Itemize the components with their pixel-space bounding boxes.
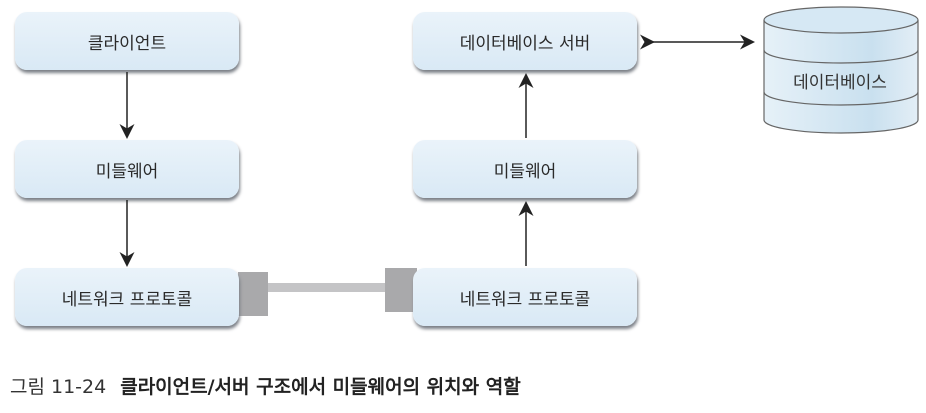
network-label: 네트워크 프로토콜 (459, 289, 591, 310)
left-network-box: 네트워크 프로토콜 (15, 268, 239, 326)
db-server-label: 데이터베이스 서버 (459, 33, 591, 54)
network-label: 네트워크 프로토콜 (61, 289, 193, 310)
connector-block-right (385, 268, 417, 312)
middleware-label: 미들웨어 (493, 161, 557, 182)
database-cylinder-icon (763, 6, 919, 134)
figure-number: 그림 11-24 (10, 376, 107, 398)
figure-caption: 그림 11-24 클라이언트/서버 구조에서 미들웨어의 위치와 역할 (10, 372, 521, 399)
client-box: 클라이언트 (15, 12, 239, 70)
right-middleware-box: 미들웨어 (413, 140, 637, 198)
connector-line (268, 283, 386, 292)
db-server-box: 데이터베이스 서버 (413, 12, 637, 70)
left-middleware-box: 미들웨어 (15, 140, 239, 198)
middleware-label: 미들웨어 (95, 161, 159, 182)
right-network-box: 네트워크 프로토콜 (413, 268, 637, 326)
figure-title: 클라이언트/서버 구조에서 미들웨어의 위치와 역할 (120, 376, 521, 398)
client-label: 클라이언트 (87, 33, 167, 54)
database-label: 데이터베이스 (793, 73, 887, 93)
connector-block-left (238, 272, 268, 316)
